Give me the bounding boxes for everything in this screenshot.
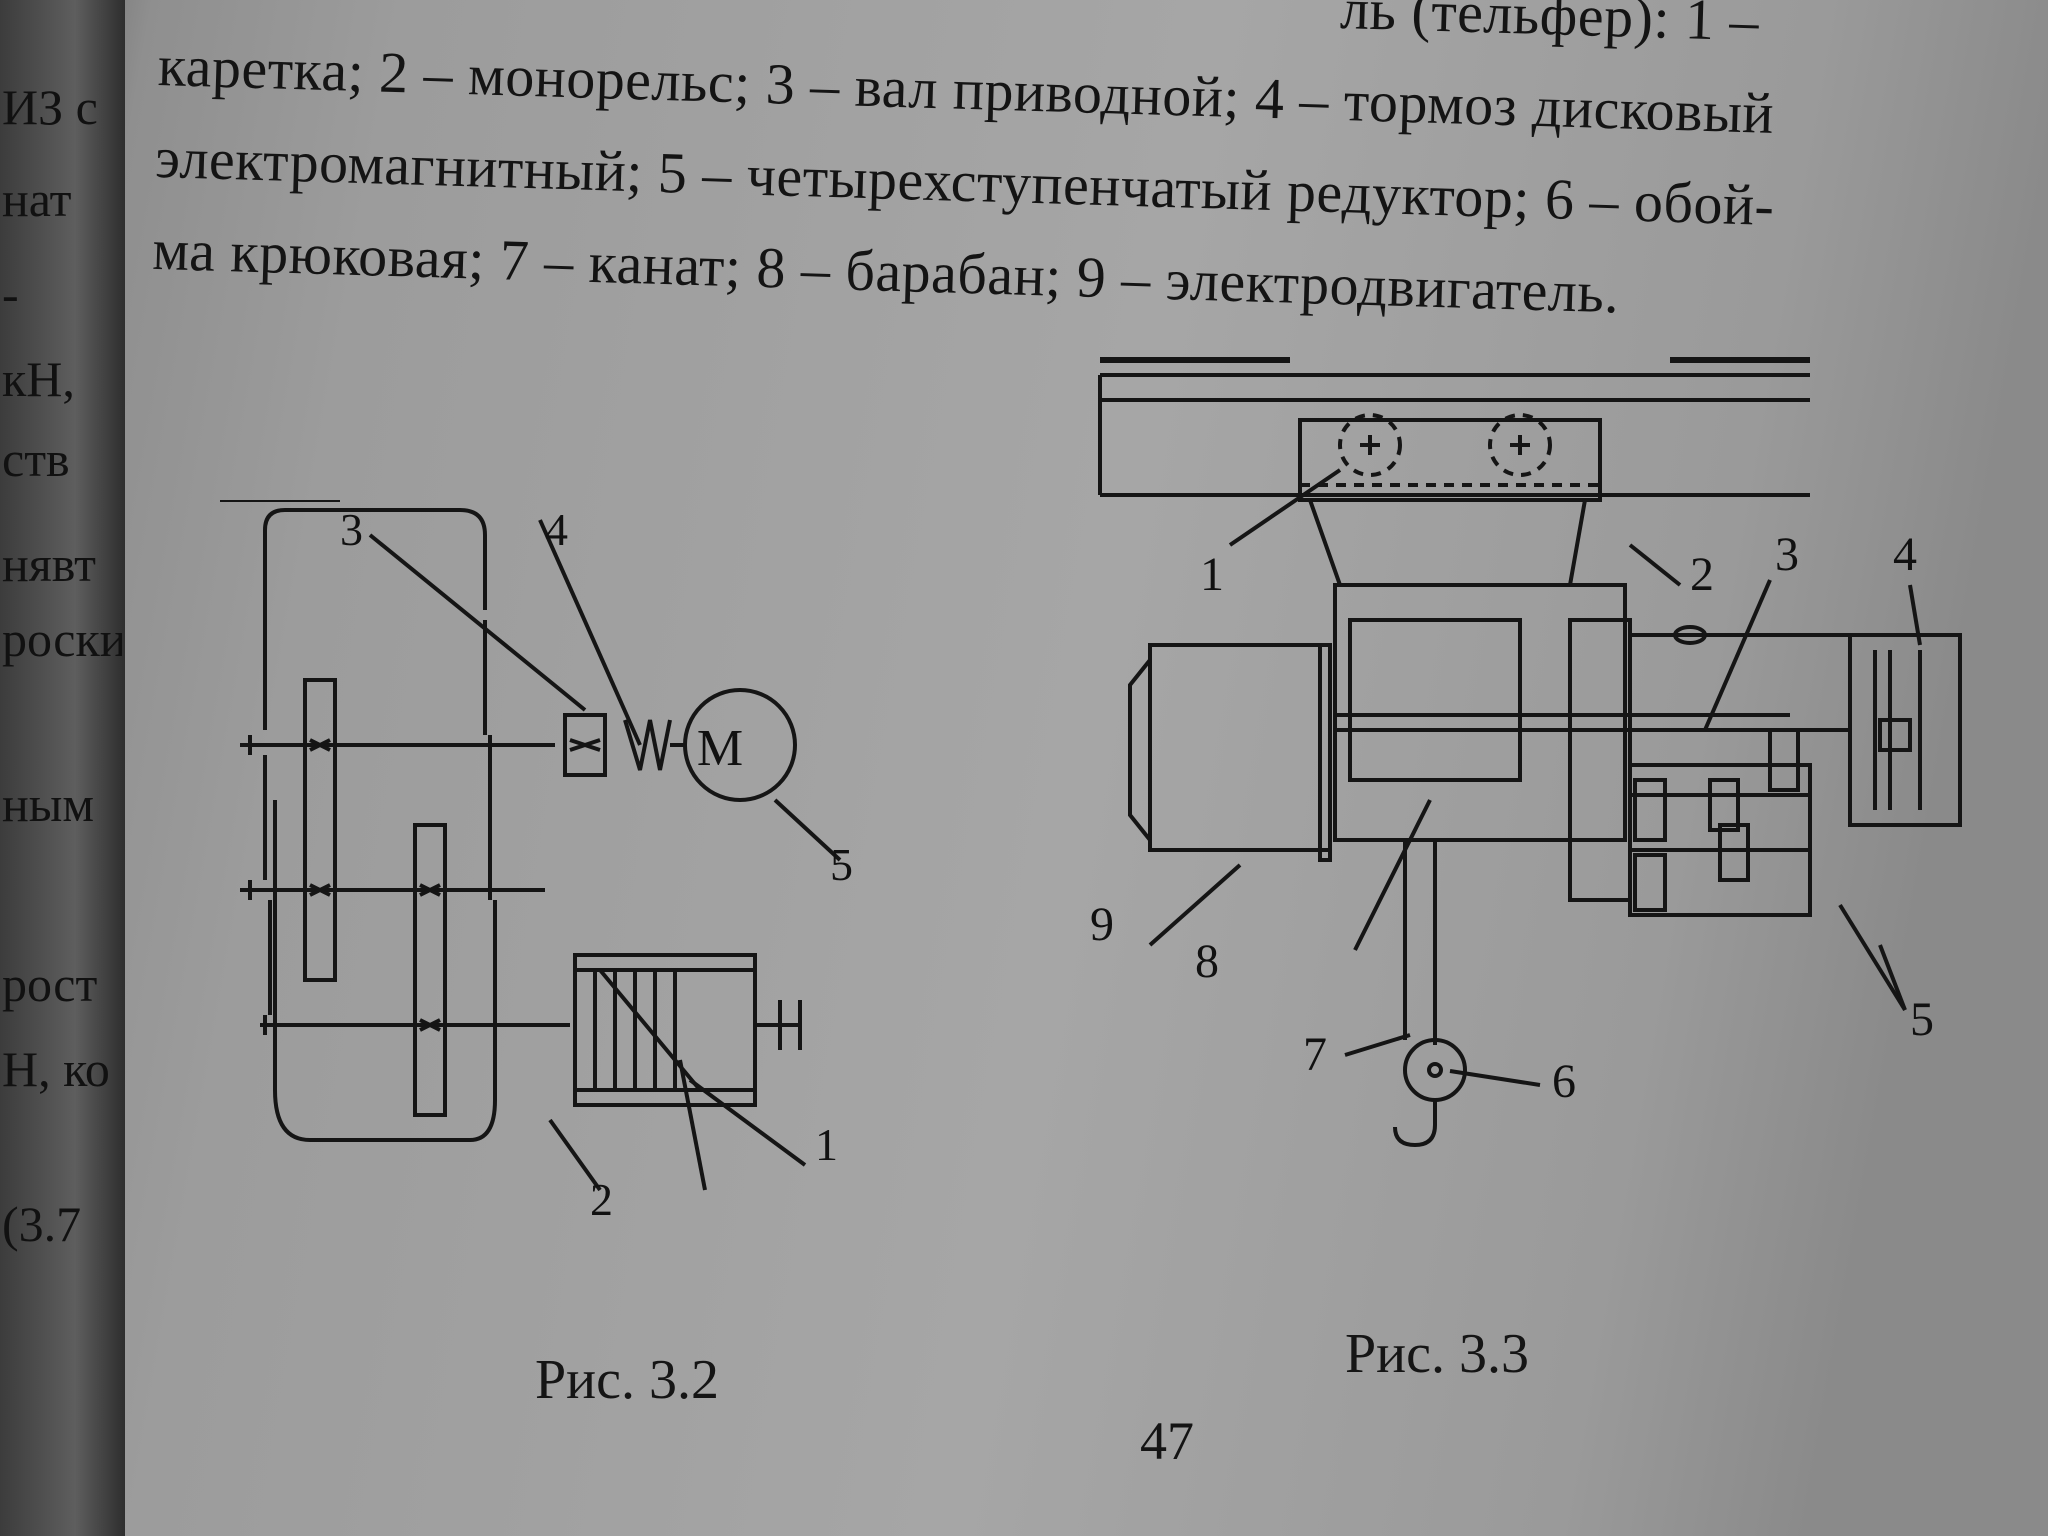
label-9: 9	[1090, 898, 1114, 951]
figure-3-2-diagram: М 3 4 5 1 2	[220, 500, 853, 1220]
label-1: 1	[1200, 548, 1224, 601]
label-8: 8	[1195, 935, 1219, 988]
prev-page-fragment: Н, ко	[2, 1041, 110, 1097]
figure-caption: ль (тельфер): 1 – каретка; 2 – монорельс…	[151, 0, 1999, 350]
label-2: 2	[590, 1174, 613, 1220]
prev-page-fragment: роски	[2, 611, 122, 667]
label-3: 3	[1775, 528, 1799, 581]
carriage	[1298, 418, 1602, 502]
label-2: 2	[1690, 548, 1714, 601]
label-6: 6	[1552, 1055, 1576, 1108]
gearbox-housing	[263, 508, 487, 730]
gear-large-1	[303, 678, 337, 982]
brake	[623, 719, 672, 771]
prev-page-fragment: ным	[2, 776, 94, 832]
hook	[1393, 1100, 1437, 1148]
rope	[678, 1059, 707, 1191]
motor-symbol: М	[697, 720, 743, 777]
prev-page-fragment: ИЗ с	[2, 79, 98, 135]
monorail	[1098, 373, 1810, 497]
prev-page-fragment: ств	[2, 431, 70, 487]
drum	[573, 953, 757, 1107]
brake-housing	[1848, 633, 1962, 827]
gearbox	[1568, 618, 1632, 902]
label-4: 4	[1893, 528, 1917, 581]
coupling	[563, 713, 607, 777]
prev-page-fragment: нат	[2, 171, 72, 227]
figure-3-2-title: Рис. 3.2	[535, 1349, 719, 1411]
figure-3-3-diagram: 1 2 3 4 5 6 7 8 9	[1090, 357, 1962, 1148]
prev-page-fragment: -	[2, 266, 19, 322]
figure-3-3-title: Рис. 3.3	[1345, 1323, 1529, 1385]
label-7: 7	[1303, 1028, 1327, 1081]
prev-page-fragment: (3.7	[2, 1196, 82, 1252]
gearbox-housing-bottom	[273, 800, 497, 1142]
drum-winding	[593, 968, 702, 1092]
prev-page-fragment: кН,	[2, 351, 75, 407]
prev-page-fragment: рост	[2, 956, 98, 1012]
label-4: 4	[545, 504, 568, 555]
label-3: 3	[340, 504, 363, 555]
prev-page-fragment: нявт	[2, 536, 96, 592]
drum-body	[1333, 583, 1627, 842]
previous-page-edge: ИЗ с нат - кН, ств нявт роски ным рост Н…	[0, 0, 125, 1536]
gear-large-2	[413, 823, 447, 1117]
label-1: 1	[815, 1119, 838, 1170]
page-number: 47	[1140, 1411, 1194, 1471]
label-5: 5	[830, 839, 853, 890]
label-5: 5	[1910, 993, 1934, 1046]
